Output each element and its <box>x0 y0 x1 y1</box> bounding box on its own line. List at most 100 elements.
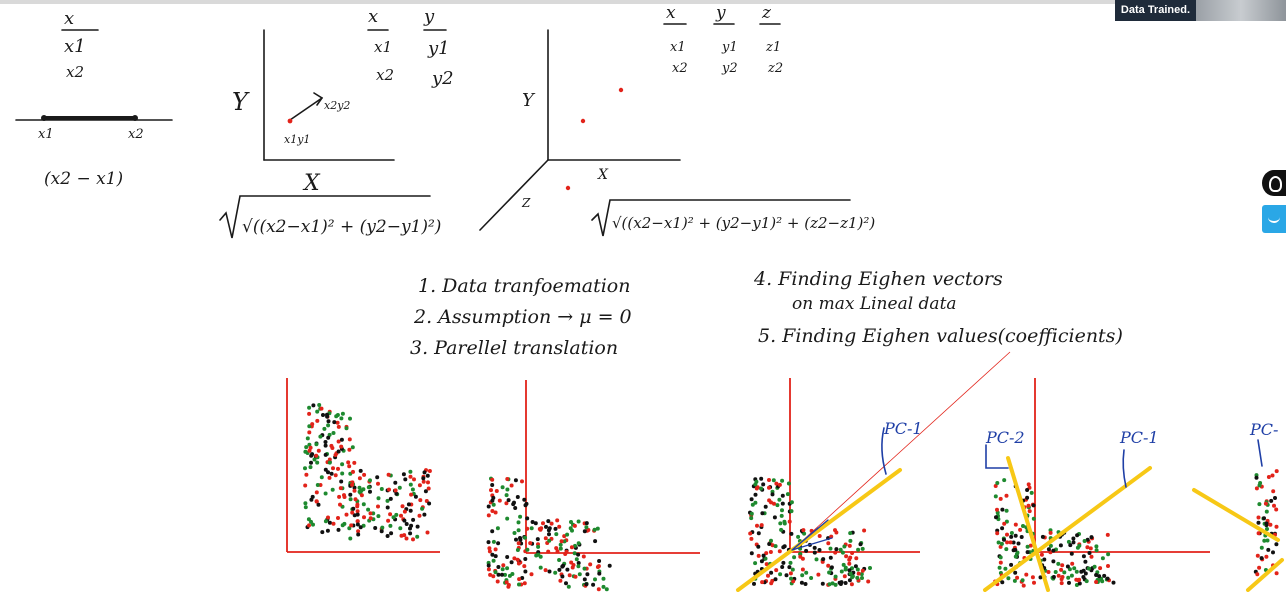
scatter-point <box>759 523 764 528</box>
scatter-point <box>555 549 560 554</box>
scatter-point <box>505 555 510 559</box>
scatter-point <box>1068 543 1073 548</box>
scatter-point <box>326 419 331 424</box>
scatter-point <box>1005 540 1010 545</box>
scatter-point <box>554 546 559 551</box>
scatter-point <box>749 511 754 516</box>
scatter-point <box>1002 537 1006 542</box>
scatter-point <box>554 532 559 537</box>
scatter-point <box>1264 509 1269 514</box>
scatter-point <box>538 565 543 570</box>
scatter-point <box>1065 564 1070 569</box>
scatter-point <box>355 522 360 527</box>
scatter-point <box>1092 564 1097 569</box>
scatter-point <box>802 531 807 536</box>
scatter-point <box>426 480 430 485</box>
scatter-point <box>1262 538 1267 543</box>
scatter-point <box>994 515 998 520</box>
scatter-point <box>1002 521 1007 526</box>
scatter-point <box>834 530 839 535</box>
scatter-point <box>415 534 420 539</box>
scatter-point <box>830 581 835 586</box>
scatter-point <box>573 543 577 548</box>
scatter-point <box>581 554 586 559</box>
scatter-point <box>1268 522 1273 527</box>
step-2: 2. Assumption → μ = 0 <box>413 306 632 328</box>
scatter-point <box>768 550 773 554</box>
scatter-point <box>1106 564 1110 568</box>
pc-label-cut: PC- <box>1249 420 1278 439</box>
scatter-point <box>408 531 413 536</box>
scatter-point <box>855 575 860 580</box>
scatter-point <box>1105 532 1110 537</box>
scatter-point <box>1257 565 1262 570</box>
scatter-point <box>368 516 373 521</box>
scatter-point <box>358 468 363 473</box>
scatter-point <box>1053 570 1058 574</box>
scatter-point <box>393 480 398 485</box>
scatter-point <box>310 452 315 457</box>
scatter-point <box>331 521 336 526</box>
scatter-point <box>411 517 416 522</box>
scatter-point <box>770 492 775 497</box>
scatter-point <box>520 576 525 580</box>
scatter-point <box>557 558 562 562</box>
scatter-point <box>543 568 548 573</box>
cell-2d-r0c0: x1 <box>374 38 392 56</box>
scatter-point <box>355 519 360 524</box>
scatter-point <box>349 523 354 528</box>
scatter-point <box>312 457 317 462</box>
scatter-point <box>791 579 796 584</box>
scatter-point <box>326 470 330 475</box>
scatter-point <box>1038 575 1043 580</box>
scatter-point <box>1083 559 1088 564</box>
scatter-point <box>408 508 413 513</box>
scatter-point <box>380 525 385 530</box>
scatter-point <box>1102 573 1107 578</box>
scatter-point <box>356 529 361 534</box>
scatter-point <box>325 412 329 417</box>
scatter-point <box>493 510 498 515</box>
scatter-point <box>401 472 406 477</box>
scatter-point <box>422 470 427 475</box>
scatter-point <box>1086 566 1091 571</box>
scatter-point <box>1015 550 1020 555</box>
scatter-point <box>1026 482 1031 487</box>
scatter-point <box>307 442 312 447</box>
whiteboard-tool-icon[interactable] <box>1262 205 1286 233</box>
scatter-point <box>560 574 565 579</box>
scatter-point <box>858 542 863 547</box>
scatter-point <box>788 571 793 576</box>
scatter-point <box>1062 570 1067 575</box>
scatter-point <box>340 471 345 476</box>
scatter-point <box>789 576 793 581</box>
scatter-point <box>1271 489 1276 494</box>
scatter-point <box>1004 519 1009 524</box>
pen-tool-icon[interactable] <box>1262 170 1286 196</box>
scatter-point <box>998 560 1003 565</box>
scatter-point <box>781 560 786 565</box>
scatter-point <box>759 559 764 564</box>
scatter-point <box>804 570 809 575</box>
scatter-point <box>427 501 432 506</box>
scatter-point <box>562 539 567 544</box>
scatter-point <box>351 469 355 474</box>
scatter-point <box>1106 552 1111 557</box>
scatter-point <box>842 544 847 549</box>
scatter-point <box>362 472 367 477</box>
scatter-point <box>509 483 514 488</box>
scatter-point <box>848 571 853 576</box>
presenter-webcam <box>1196 0 1286 21</box>
scatter-point <box>426 486 431 491</box>
scatter-point <box>817 548 822 552</box>
scatter-point <box>564 581 568 586</box>
scatter-point <box>753 492 758 497</box>
scatter-point <box>517 582 521 587</box>
scatter-point <box>323 491 328 496</box>
cell-3d-r1c0: x2 <box>672 61 688 76</box>
scatter-point <box>780 501 785 506</box>
scatter-point <box>1263 501 1268 506</box>
point-label-x2: x2 <box>128 127 144 142</box>
scatter-point <box>828 546 833 551</box>
